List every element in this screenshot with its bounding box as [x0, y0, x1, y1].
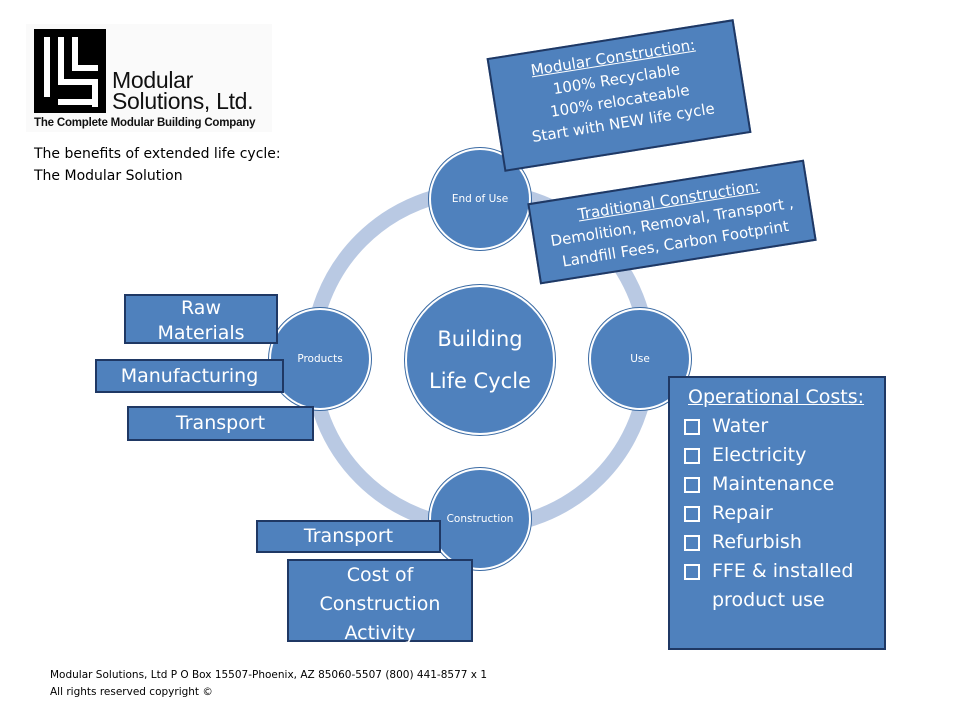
list-item: Maintenance	[682, 470, 884, 499]
footer-address: Modular Solutions, Ltd P O Box 15507-Pho…	[50, 669, 488, 681]
operational-heading: Operational Costs:	[688, 386, 865, 408]
list-item: Water	[682, 412, 884, 441]
cost-of-construction-box: Cost of Construction Activity	[287, 559, 473, 644]
logo-company-name: Modular Solutions, Ltd.	[112, 67, 254, 114]
list-item: Repair	[682, 499, 884, 528]
manufacturing-box: Manufacturing	[95, 359, 284, 393]
checkbox-icon	[684, 448, 700, 464]
construction-node: Construction	[429, 468, 531, 570]
products-transport-box: Transport	[127, 406, 314, 441]
list-item: FFE & installed product use	[682, 557, 884, 615]
company-logo: Modular Solutions, Ltd. The Complete Mod…	[26, 24, 272, 132]
footer: Modular Solutions, Ltd P O Box 15507-Pho…	[50, 667, 487, 701]
products-node: Products	[269, 308, 371, 410]
list-item: Refurbish	[682, 528, 884, 557]
footer-copyright: All rights reserved copyright ©	[50, 686, 213, 698]
intro-line-1: The benefits of extended life cycle:	[34, 146, 281, 162]
checkbox-icon	[684, 535, 700, 551]
modular-logo-mark-icon	[34, 29, 106, 113]
list-item: Electricity	[682, 441, 884, 470]
checkbox-icon	[684, 564, 700, 580]
checkbox-icon	[684, 419, 700, 435]
operational-costs-box: Operational Costs: Water Electricity Mai…	[668, 376, 886, 650]
building-life-cycle-node: Building Life Cycle	[405, 285, 555, 435]
intro-text: The benefits of extended life cycle: The…	[34, 143, 281, 187]
center-label-line-2: Life Cycle	[429, 369, 531, 393]
checkbox-icon	[684, 506, 700, 522]
construction-transport-box: Transport	[256, 520, 441, 553]
operational-cost-list: Water Electricity Maintenance Repair Ref…	[682, 412, 884, 615]
logo-tagline: The Complete Modular Building Company	[34, 117, 256, 129]
checkbox-icon	[684, 477, 700, 493]
raw-materials-box: Raw Materials	[124, 294, 278, 344]
intro-line-2: The Modular Solution	[34, 168, 183, 184]
center-label-line-1: Building	[437, 327, 523, 351]
